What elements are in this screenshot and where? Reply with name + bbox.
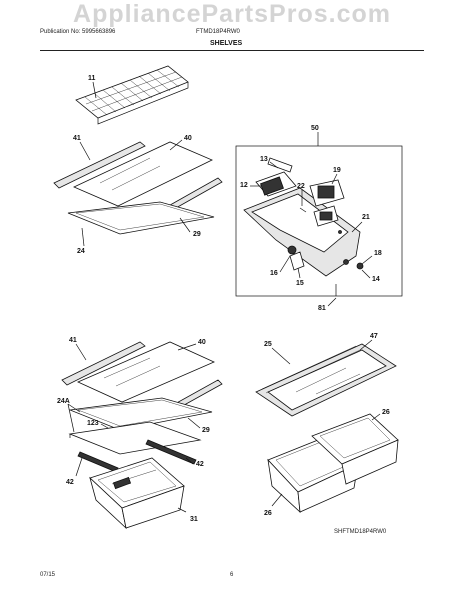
callout-41-bottom: 41 (69, 337, 77, 344)
header-rule (40, 50, 424, 51)
model-number: FTMD18P4RW0 (196, 29, 240, 35)
drawer-housing-assembly (243, 157, 364, 296)
callout-42-right: 42 (196, 461, 204, 468)
callout-40-top: 40 (184, 135, 192, 142)
callout-24: 24 (77, 248, 85, 255)
diagram-code: SHFTMD18P4RW0 (334, 529, 387, 535)
watermark-logo: AppliancePartsPros.com (73, 0, 391, 28)
callout-123: 123 (87, 420, 99, 427)
drawer-slide-42 (77, 439, 197, 473)
front-trim-41-bottom (61, 341, 146, 386)
page-number: 6 (230, 572, 234, 578)
shelf-frame-24-top (67, 201, 215, 235)
callout-26-left: 26 (264, 510, 272, 517)
callout-31: 31 (190, 516, 198, 523)
section-title: SHELVES (210, 40, 243, 47)
crisper-drawer-26-right (311, 413, 399, 485)
footer-date: 07/15 (40, 572, 56, 578)
callout-24a: 24A (57, 398, 70, 405)
crisper-drawer-31 (89, 457, 185, 530)
callout-16: 16 (270, 270, 278, 277)
callout-26-right: 26 (382, 409, 390, 416)
shelf-frame-24a (68, 397, 213, 431)
crisper-cover-glass-47 (295, 367, 361, 395)
callout-22: 22 (297, 183, 305, 190)
callout-18: 18 (374, 250, 382, 257)
callout-13: 13 (260, 156, 268, 163)
crisper-cover-frame-25 (255, 343, 397, 417)
callout-14: 14 (372, 276, 380, 283)
glass-shelf-40-top (73, 141, 213, 207)
callout-42-left: 42 (66, 479, 74, 486)
wire-shelf (75, 65, 189, 125)
callout-29-bottom: 29 (202, 427, 210, 434)
callout-41-top: 41 (73, 135, 81, 142)
glass-shelf-40-bottom (77, 341, 215, 403)
front-trim-41-top (53, 141, 146, 189)
callout-29-top: 29 (193, 231, 201, 238)
callout-81: 81 (318, 305, 326, 312)
callout-19: 19 (333, 167, 341, 174)
callout-40-bottom: 40 (198, 339, 206, 346)
assembly-box-50 (235, 145, 403, 297)
crisper-cover-123 (68, 421, 202, 455)
callout-47: 47 (370, 333, 378, 340)
callout-50: 50 (311, 125, 319, 132)
callout-21: 21 (362, 214, 370, 221)
callout-15: 15 (296, 280, 304, 287)
callout-12: 12 (240, 182, 248, 189)
publication-number: Publication No: 5995663896 (40, 29, 116, 35)
crisper-drawer-26-left (267, 435, 359, 514)
callout-11: 11 (88, 75, 96, 82)
callout-25: 25 (264, 341, 272, 348)
